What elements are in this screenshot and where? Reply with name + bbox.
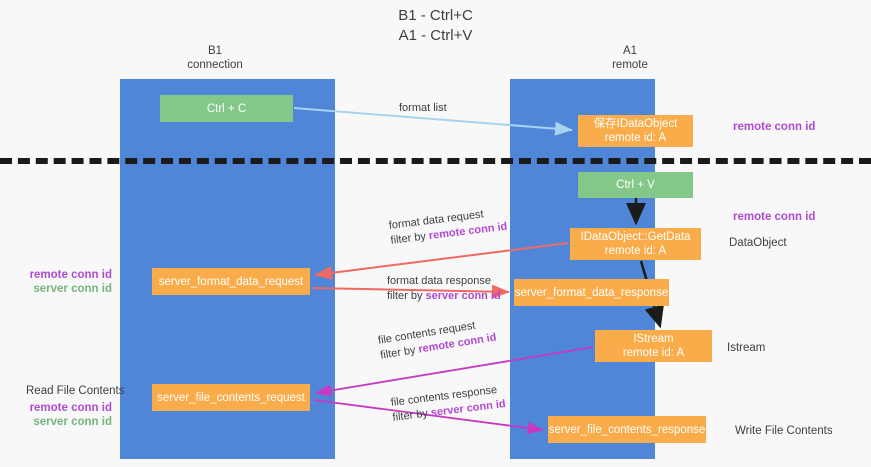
note-conn-id-pair-mid: remote conn id server conn id — [0, 268, 112, 296]
note-remote-conn-id: remote conn id — [29, 402, 112, 414]
node-server-file-contents-response[interactable]: server_file_contents_response — [548, 416, 706, 443]
note-write-file-contents: Write File Contents — [735, 425, 833, 437]
node-server-file-contents-request[interactable]: server_file_contents_request — [152, 384, 310, 411]
edge-label-format-data-response: format data response filter by server co… — [387, 274, 501, 304]
node-idataobject[interactable]: 保存IDataObject remote id: A — [578, 115, 693, 147]
note-remote-conn-id-top: remote conn id — [733, 121, 816, 133]
note-conn-id-pair-bottom: remote conn id server conn id — [0, 401, 112, 429]
node-ctrl-c[interactable]: Ctrl + C — [160, 95, 293, 122]
filter-prefix: filter by — [391, 407, 432, 424]
phase-divider — [0, 158, 871, 164]
node-ctrl-v[interactable]: Ctrl + V — [578, 172, 693, 198]
note-server-conn-id: server conn id — [33, 416, 112, 428]
filter-prefix: filter by — [389, 230, 430, 247]
note-dataobject: DataObject — [729, 237, 787, 249]
edge-label-format-list: format list — [399, 101, 447, 116]
node-istream[interactable]: IStream remote id: A — [595, 330, 712, 362]
column-header-b1: B1 connection — [187, 45, 243, 71]
edge-label-format-data-request: format data request filter by remote con… — [388, 205, 508, 249]
column-header-a1: A1 remote — [612, 45, 648, 71]
node-idataobject-getdata[interactable]: IDataObject::GetData remote id: A — [570, 228, 701, 260]
edge-label-line: format list — [399, 102, 447, 114]
filter-key: server conn id — [425, 290, 501, 302]
edge-label-filter: filter by server conn id — [387, 289, 501, 304]
edge-label-file-contents-request: file contents request filter by remote c… — [377, 316, 498, 364]
edge-label-line: format data response — [387, 275, 491, 287]
note-read-file-contents: Read File Contents — [26, 385, 125, 397]
filter-prefix: filter by — [387, 290, 426, 302]
note-istream: Istream — [727, 342, 766, 354]
edge-label-file-contents-response: file contents response filter by server … — [390, 382, 507, 426]
note-server-conn-id: server conn id — [33, 283, 112, 295]
note-remote-conn-id: remote conn id — [29, 269, 112, 281]
page-title: B1 - Ctrl+C A1 - Ctrl+V — [398, 7, 473, 44]
note-remote-conn-id-mid: remote conn id — [733, 211, 816, 223]
node-server-format-data-request[interactable]: server_format_data_request — [152, 268, 310, 295]
node-server-format-data-response[interactable]: server_format_data_response — [514, 279, 669, 306]
